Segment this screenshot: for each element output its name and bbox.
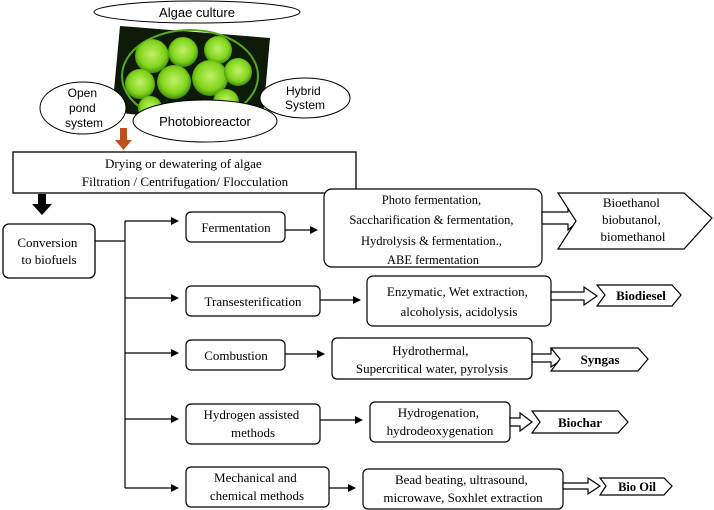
product-bioethanol-line-1: Bioethanol [603,195,660,210]
method-transesterification-text: Transesterification [205,294,302,309]
product-bioethanol: Bioethanol biobutanol, biomethanol [556,192,713,250]
drying-box: Drying or dewatering of algae Filtration… [12,151,357,194]
svg-text:Bioethanol biobutanol,: Bioethanol biobutanol, biomethanol [601,195,666,244]
svg-text:Conversion to biofuels: Conversion to biofuels [17,235,80,267]
photobioreactor: Photobioreactor [132,99,278,143]
method-process-arrows [285,226,363,492]
product-biodiesel: Biodiesel [595,284,682,307]
svg-text:Enzymatic, Wet extraction,: Enzymatic, Wet extraction, alcoholysis, … [387,284,531,319]
method-combustion: Combustion [185,339,286,371]
method-mechanical-line-1: Mechanical and [214,470,297,485]
drying-line-1: Drying or dewatering of algae [105,156,262,171]
algae-culture-image [112,26,270,128]
conversion-line-2: to biofuels [21,252,76,267]
product-syngas-text: Syngas [580,352,619,367]
orange-down-arrow [115,128,132,150]
open-pond-line-1: Open [68,86,97,100]
conversion-box: Conversion to biofuels [2,223,96,279]
black-down-arrow [32,194,52,215]
open-pond-line-2: pond [69,101,96,115]
open-pond-line-3: system [65,116,103,130]
algae-culture-label: Algae culture [93,0,301,24]
process-fermentation-line-2: Saccharification & fermentation, [349,213,513,227]
method-mechanical-line-2: chemical methods [210,488,304,503]
process-transesterification: Enzymatic, Wet extraction, alcoholysis, … [366,275,552,327]
method-combustion-text: Combustion [204,348,268,363]
process-combustion-line-1: Hydrothermal, [392,343,468,358]
method-fermentation-text: Fermentation [201,220,271,235]
process-fermentation: Photo fermentation, Saccharification & f… [323,188,543,268]
product-biochar-text: Biochar [558,415,602,430]
photobioreactor-text: Photobioreactor [159,114,251,129]
product-biochar: Biochar [530,410,629,434]
algae-culture-text: Algae culture [159,5,235,20]
process-fermentation-line-1: Photo fermentation, [382,193,481,207]
product-bio-oil: Bio Oil [598,477,673,496]
method-mechanical-chemical: Mechanical and chemical methods [185,466,330,508]
svg-text:Bead beating, ultrasound,: Bead beating, ultrasound, microwave, Sox… [383,472,543,505]
process-mechanical: Bead beating, ultrasound, microwave, Sox… [362,468,564,510]
open-pond-system: Open pond system [39,81,127,135]
process-hydrogen-line-1: Hydrogenation, [398,405,479,420]
process-combustion: Hydrothermal, Supercritical water, pyrol… [331,337,533,380]
method-fermentation: Fermentation [185,211,286,243]
process-combustion-line-2: Supercritical water, pyrolysis [356,361,508,376]
svg-text:Hybrid System: Hybrid System [285,84,325,112]
method-hydrogen-line-2: methods [231,425,275,440]
product-biodiesel-text: Biodiesel [616,288,666,303]
conversion-line-1: Conversion [17,235,77,250]
process-transesterification-line-1: Enzymatic, Wet extraction, [387,284,528,299]
process-hydrogen: Hydrogenation, hydrodeoxygenation [369,401,511,443]
product-bioethanol-line-3: biomethanol [601,229,666,244]
svg-text:Hydrothermal, Supercriti: Hydrothermal, Supercritical water, pyrol… [356,343,508,376]
process-mechanical-line-2: microwave, Soxhlet extraction [383,490,543,505]
process-transesterification-line-2: alcoholysis, acidolysis [401,304,518,319]
hybrid-line-2: System [285,98,325,112]
drying-line-2: Filtration / Centrifugation/ Flocculatio… [82,174,289,189]
process-fermentation-line-3: Hydrolysis & fermentation., [361,234,502,248]
product-syngas: Syngas [549,347,649,372]
hollow-arrows [509,204,602,496]
product-bioethanol-line-2: biobutanol, [602,212,661,227]
svg-text:Hydrogen assisted method: Hydrogen assisted methods [204,407,303,440]
branch-lines [95,217,179,492]
method-transesterification: Transesterification [185,285,321,317]
process-fermentation-line-4: ABE fermentation [387,253,480,267]
process-mechanical-line-1: Bead beating, ultrasound, [395,472,528,487]
hybrid-line-1: Hybrid [286,84,321,98]
product-bio-oil-text: Bio Oil [618,480,656,494]
svg-text:Drying or dewatering of algae: Drying or dewatering of algae Filtration… [82,156,289,189]
method-hydrogen-line-1: Hydrogen assisted [204,407,300,422]
svg-text:Hydrogenation, hydrodeox: Hydrogenation, hydrodeoxygenation [387,405,494,438]
method-hydrogen-assisted: Hydrogen assisted methods [185,403,321,445]
process-hydrogen-line-2: hydrodeoxygenation [387,423,494,438]
svg-text:Photo fermentation, Sacc: Photo fermentation, Saccharification & f… [349,193,516,267]
svg-text:Mechanical and chemical: Mechanical and chemical methods [210,470,304,503]
hybrid-system: Hybrid System [259,77,351,119]
svg-text:Open pond system: Open pond system [65,86,103,130]
